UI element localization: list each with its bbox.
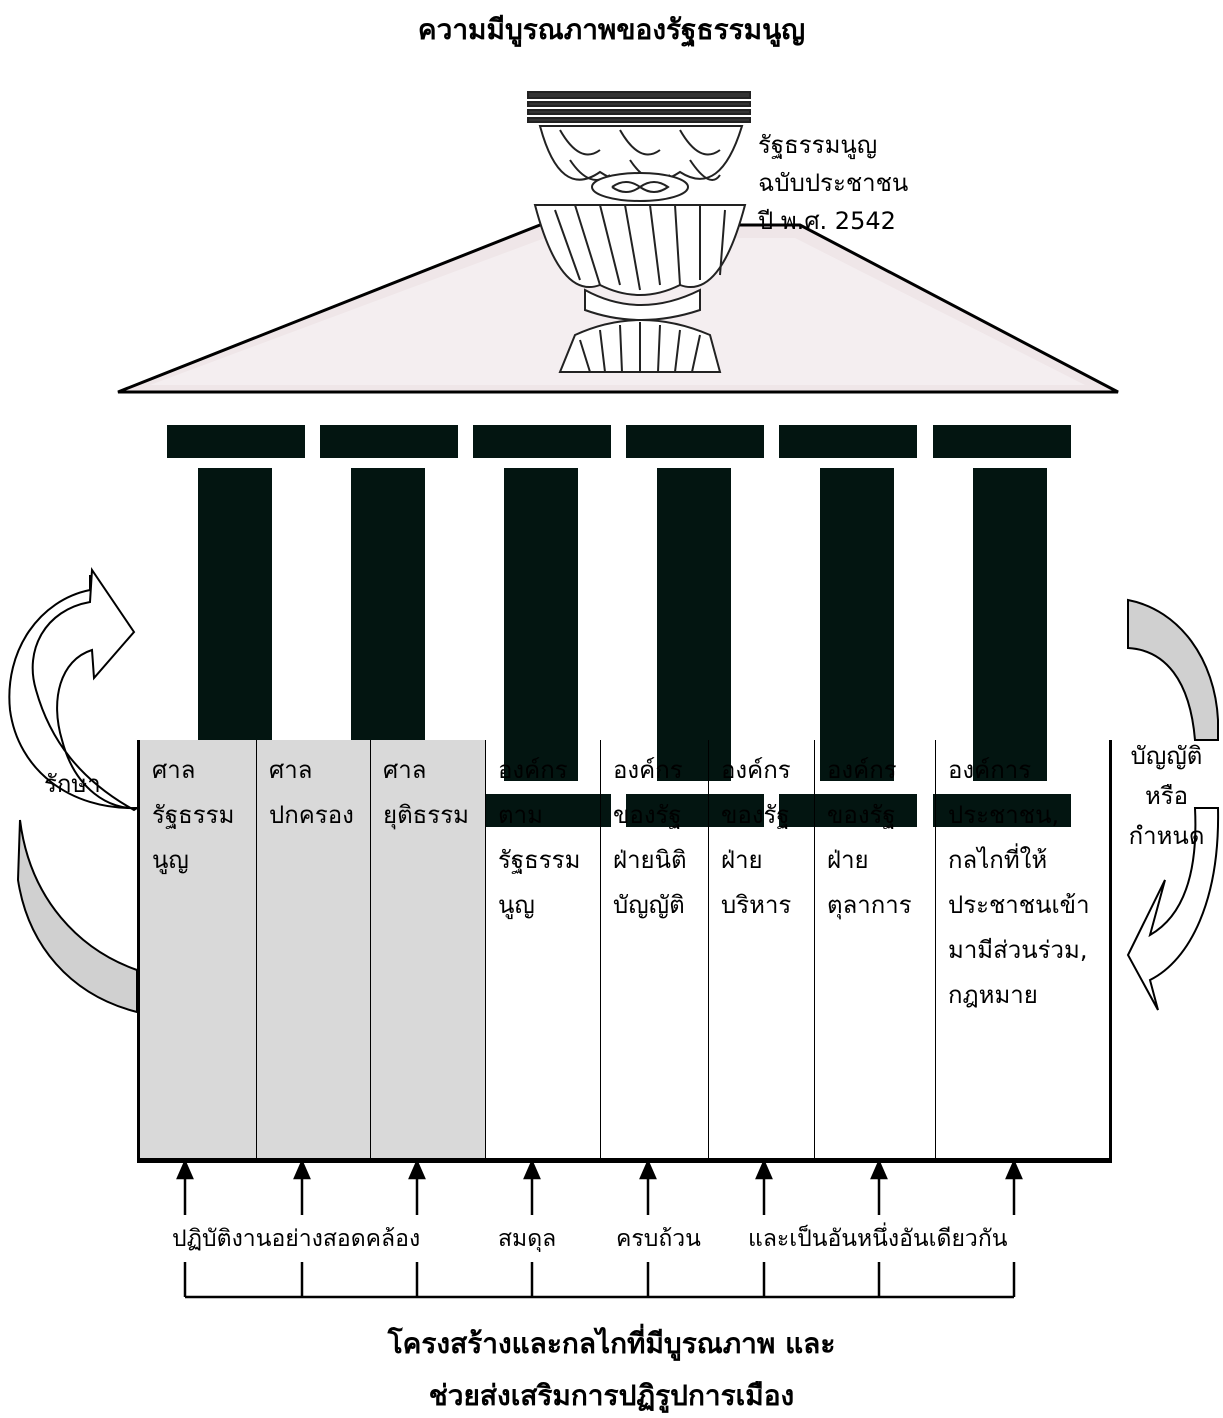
constitution-caption: รัฐธรรมนูญ ฉบับประชาชน ปี พ.ศ. 2542 <box>758 126 908 240</box>
pillar-cap <box>626 425 764 458</box>
pillar-shaft <box>504 468 578 781</box>
caption-line: ฉบับประชาชน <box>758 169 909 197</box>
column-administrative-court: ศาล ปกครอง <box>257 740 371 1158</box>
cell-line: บัญญัติ <box>613 891 685 919</box>
lotus-capital-icon <box>527 91 751 373</box>
pillar-shaft <box>820 468 894 781</box>
column-executive-organizations: องค์กร ของรัฐ ฝ่าย บริหาร <box>709 740 815 1158</box>
cell-line: ของรัฐ <box>613 801 682 829</box>
caption-line: ปี พ.ศ. 2542 <box>758 207 896 235</box>
column-judicial-organizations: องค์กร ของรัฐ ฝ่าย ตุลาการ <box>815 740 936 1158</box>
footer-line-2: ช่วยส่งเสริมการปฏิรูปการเมือง <box>428 1379 795 1412</box>
enact-label-line: หรือ <box>1144 782 1189 810</box>
pillar-cap <box>933 425 1071 458</box>
label-consistent-operation: ปฏิบัติงานอย่างสอดคล้อง <box>172 1226 421 1252</box>
cell-line: ยุติธรรม <box>383 801 469 829</box>
label-complete: ครบถ้วน <box>616 1226 701 1252</box>
cell-line: กฎหมาย <box>948 981 1038 1009</box>
column-constitutional-organizations: องค์กร ตาม รัฐธรรม นูญ <box>486 740 601 1158</box>
pillar-cap <box>779 425 917 458</box>
pillar-shaft <box>198 468 272 781</box>
enact-arrow-tail <box>1127 598 1219 741</box>
pillar-cap <box>320 425 458 458</box>
cell-line: ฝ่าย <box>721 846 763 874</box>
footer-line-1: โครงสร้างและกลไกที่มีบูรณภาพ และ <box>387 1327 836 1360</box>
caption-line: รัฐธรรมนูญ <box>758 131 878 159</box>
pillar-base <box>626 794 764 827</box>
cell-line: ของรัฐ <box>721 801 790 829</box>
cell-line: องค์กร <box>498 756 568 784</box>
pillar-cap <box>473 425 611 458</box>
column-legislative-organizations: องค์กร ของรัฐ ฝ่ายนิติ บัญญัติ <box>601 740 709 1158</box>
cell-line: ปกครอง <box>269 801 354 829</box>
maintain-label: รักษา <box>44 770 101 798</box>
support-arrows <box>176 1158 1023 1215</box>
cell-line: ฝ่ายนิติ <box>613 846 687 874</box>
enact-label-line: กำหนด <box>1128 822 1205 850</box>
cell-line: รัฐธรรม <box>498 846 581 874</box>
pillar-cap <box>167 425 305 458</box>
cell-line: กลไกที่ให้ <box>948 846 1048 874</box>
column-people-organizations: องค์การ ประชาชน, กลไกที่ให้ ประชาชนเข้า … <box>936 740 1109 1158</box>
bottom-bracket <box>183 1262 1016 1299</box>
cell-line: องค์กร <box>613 756 683 784</box>
cell-line: ของรัฐ <box>827 801 896 829</box>
diagram-title: ความมีบูรณภาพของรัฐธรรมนูญ <box>417 13 806 46</box>
cell-line: ตุลาการ <box>827 891 912 919</box>
enact-label-line: บัญญัติ <box>1130 742 1203 770</box>
cell-line: องค์การ <box>948 756 1032 784</box>
cell-line: ศาล <box>269 756 313 784</box>
maintain-arrow-icon <box>31 567 141 812</box>
enact-arrow-icon <box>1126 807 1220 1011</box>
cell-line: รัฐธรรม <box>152 801 235 829</box>
enact-label: บัญญัติ หรือ กำหนด <box>1110 736 1223 856</box>
cell-line: ประชาชนเข้า <box>948 891 1090 919</box>
cell-line: นูญ <box>498 891 535 919</box>
label-unified: และเป็นอันหนึ่งอันเดียวกัน <box>748 1226 1008 1252</box>
cell-line: ตาม <box>498 801 543 829</box>
cell-line: มามีส่วนร่วม, <box>948 936 1088 964</box>
label-balance: สมดุล <box>498 1226 557 1252</box>
cell-line: นูญ <box>152 846 189 874</box>
pillars <box>167 425 1071 827</box>
cell-line: องค์กร <box>721 756 791 784</box>
cell-line: ศาล <box>152 756 196 784</box>
cell-line: ศาล <box>383 756 427 784</box>
pillar-shaft <box>657 468 731 781</box>
pillar-base <box>933 794 1071 827</box>
maintain-arrow-tail <box>16 819 138 1014</box>
cell-line: องค์กร <box>827 756 897 784</box>
cell-line: ประชาชน, <box>948 801 1060 829</box>
organization-table: ศาล รัฐธรรม นูญ ศาล ปกครอง ศาล ยุติธรรม … <box>137 740 1112 1163</box>
pillar-base <box>473 794 611 827</box>
pillar-shaft <box>351 468 425 781</box>
column-constitutional-court: ศาล รัฐธรรม นูญ <box>140 740 257 1158</box>
column-court-of-justice: ศาล ยุติธรรม <box>371 740 486 1158</box>
pillar-shaft <box>973 468 1047 781</box>
cell-line: ฝ่าย <box>827 846 869 874</box>
cell-line: บริหาร <box>721 891 792 919</box>
pillar-base <box>779 794 917 827</box>
